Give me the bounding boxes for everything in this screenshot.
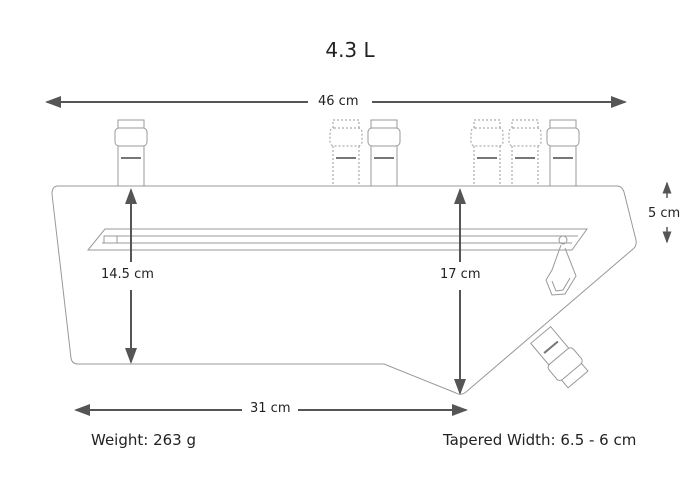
zipper xyxy=(86,228,588,296)
width-label: Tapered Width: 6.5 - 6 cm xyxy=(443,431,637,449)
dimension-arrows xyxy=(45,96,672,416)
top-straps xyxy=(114,119,580,187)
height-front-label: 14.5 cm xyxy=(101,267,154,282)
volume-title: 4.3 L xyxy=(325,38,375,62)
strap-optional xyxy=(508,119,542,187)
length-bottom-label: 31 cm xyxy=(250,401,291,416)
length-top-label: 46 cm xyxy=(318,94,359,109)
strap xyxy=(367,119,401,187)
strap-optional xyxy=(329,119,363,187)
downtube-strap xyxy=(530,325,589,389)
zipper-pull xyxy=(558,235,568,245)
strap xyxy=(546,119,580,187)
height-rear-label: 17 cm xyxy=(440,267,481,282)
strap xyxy=(114,119,148,187)
strap-optional xyxy=(470,119,504,187)
weight-label: Weight: 263 g xyxy=(91,431,196,449)
strap-height-label: 5 cm xyxy=(648,206,681,221)
